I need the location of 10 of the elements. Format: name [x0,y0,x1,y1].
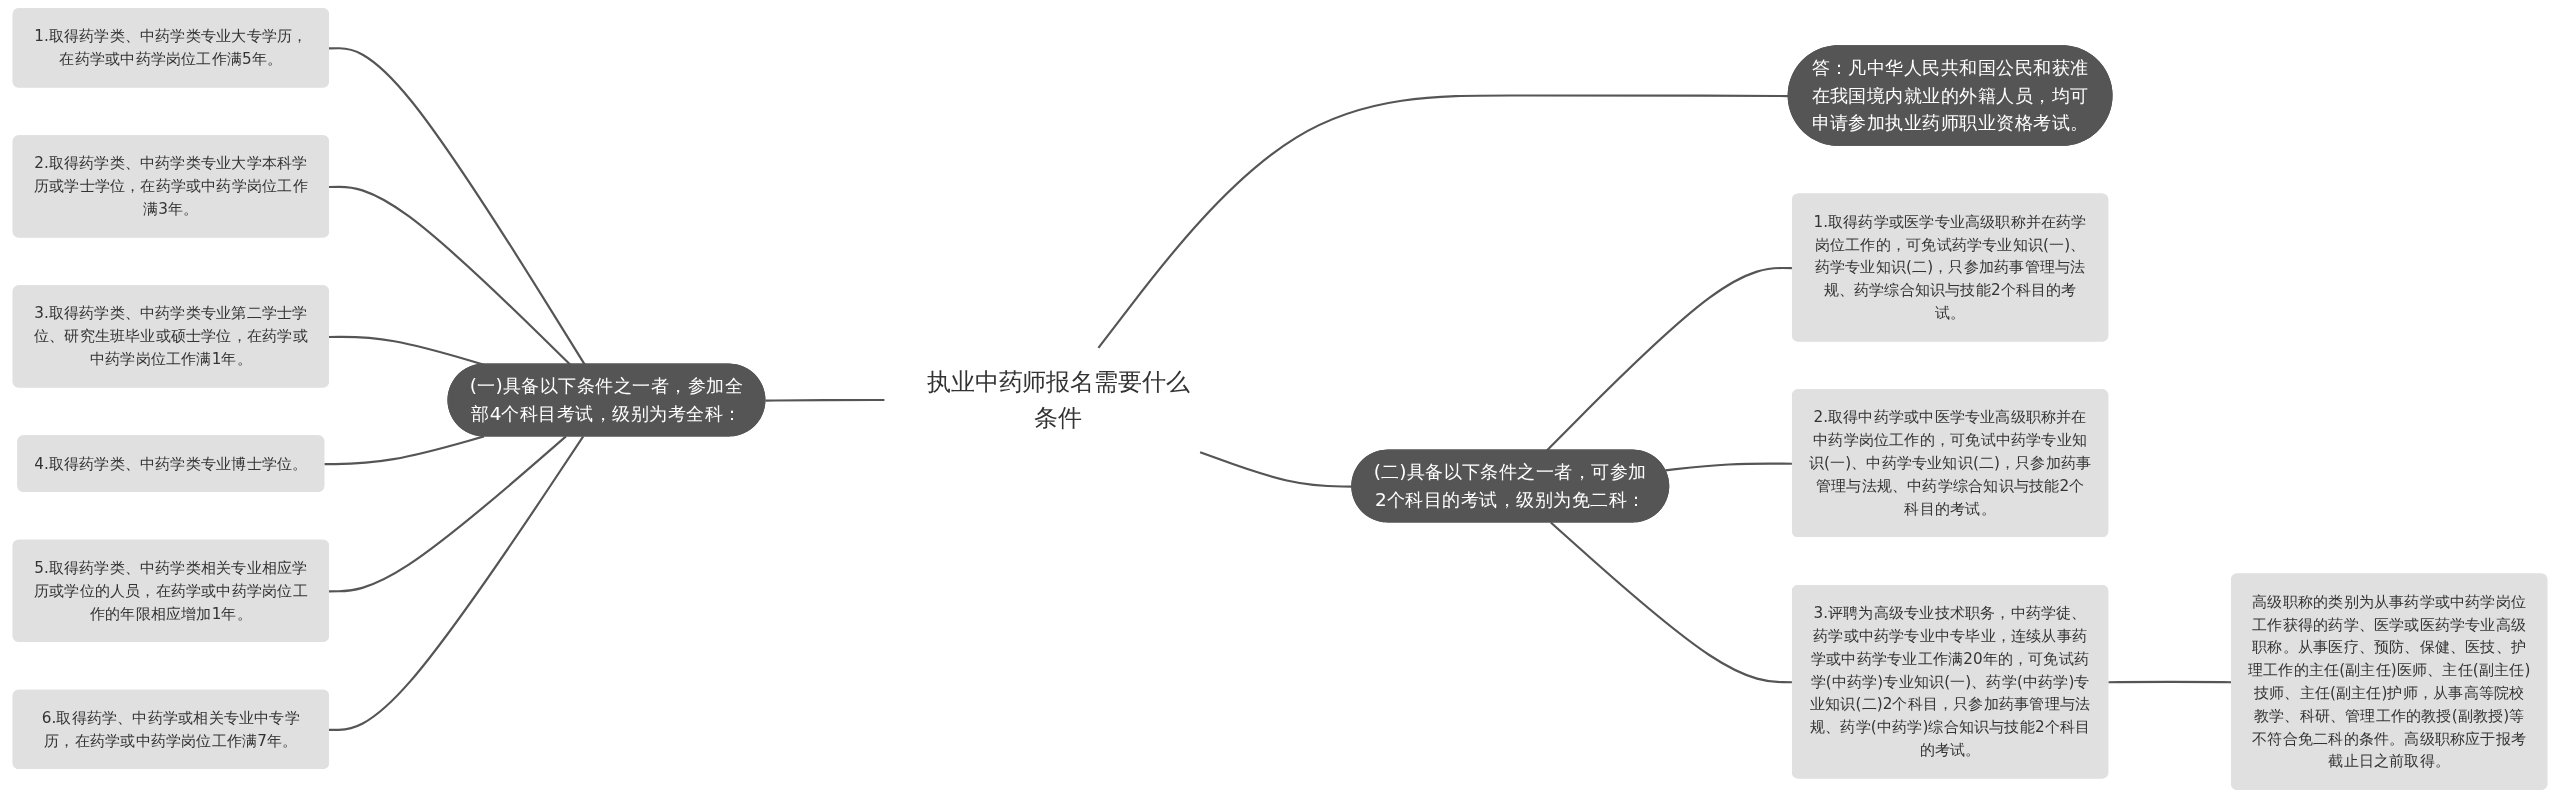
connector [329,335,485,366]
connector [765,398,885,402]
connector [329,435,585,731]
connector [1097,94,1789,349]
connector [324,435,485,466]
connector [1199,451,1353,488]
connector [329,47,586,366]
node-text: 执业中药师报名需要什么条件 [926,368,1190,432]
connector [329,185,572,366]
connector [329,435,567,593]
